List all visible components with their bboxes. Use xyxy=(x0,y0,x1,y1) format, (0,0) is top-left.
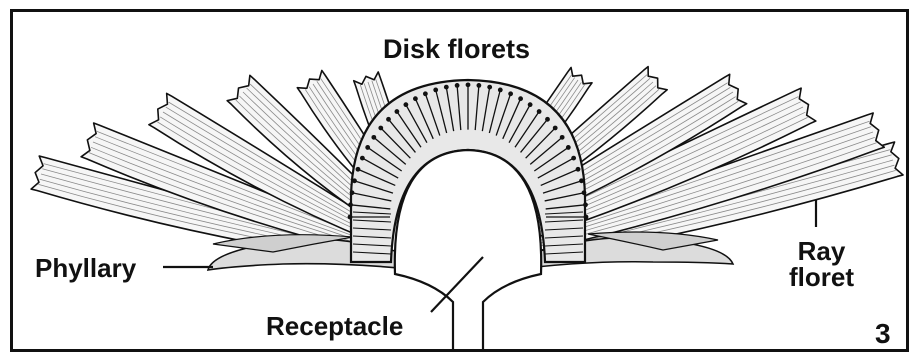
disk-floret-tip xyxy=(528,102,533,107)
disk-floret-tip xyxy=(518,96,523,101)
disk-floret-tip xyxy=(394,109,399,114)
disk-floret-tip xyxy=(566,145,571,150)
receptacle-body xyxy=(395,150,541,352)
disk-floret-tip xyxy=(487,85,492,90)
disk-floret-tip xyxy=(560,135,565,140)
disk-floret-tip xyxy=(433,87,438,92)
disk-floret-tip xyxy=(403,102,408,107)
disk-floret-tip xyxy=(455,83,460,88)
disk-floret-tip xyxy=(413,96,418,101)
disk-floret-tip xyxy=(466,82,471,87)
disk-floret-tip xyxy=(348,215,353,220)
label-disk-florets: Disk florets xyxy=(383,36,530,63)
disk-floret-tip xyxy=(476,83,481,88)
disk-floret-tip xyxy=(350,190,355,195)
disk-floret-tip xyxy=(545,117,550,122)
label-receptacle: Receptacle xyxy=(266,313,403,339)
label-ray-floret-line2: floret xyxy=(789,264,854,290)
figure-panel: Disk florets Phyllary Receptacle Ray flo… xyxy=(10,9,909,352)
receptacle xyxy=(395,150,541,352)
disk-floret-tip xyxy=(371,135,376,140)
disk-floret-tip xyxy=(584,215,589,220)
disk-floret-tip xyxy=(553,126,558,131)
label-ray-floret-line1: Ray xyxy=(789,238,854,264)
disk-floret-tip xyxy=(579,178,584,183)
disk-floret-tip xyxy=(498,87,503,92)
disk-floret-tip xyxy=(360,156,365,161)
disk-floret-tip xyxy=(576,167,581,172)
disk-floret-tip xyxy=(583,202,588,207)
disk-floret-tip xyxy=(582,190,587,195)
disk-floret-tip xyxy=(356,167,361,172)
disk-floret-tip xyxy=(378,126,383,131)
label-phyllary: Phyllary xyxy=(35,255,136,281)
disk-floret-tip xyxy=(537,109,542,114)
disk-floret-tip xyxy=(386,117,391,122)
disk-floret-tip xyxy=(508,91,513,96)
disk-floret-tip xyxy=(571,156,576,161)
disk-floret-tip xyxy=(423,91,428,96)
disk-floret-tip xyxy=(352,178,357,183)
label-ray-floret: Ray floret xyxy=(789,238,854,290)
disk-floret-tip xyxy=(444,85,449,90)
disk-floret-tip xyxy=(348,202,353,207)
disk-floret-tip xyxy=(365,145,370,150)
panel-number: 3 xyxy=(875,320,891,348)
